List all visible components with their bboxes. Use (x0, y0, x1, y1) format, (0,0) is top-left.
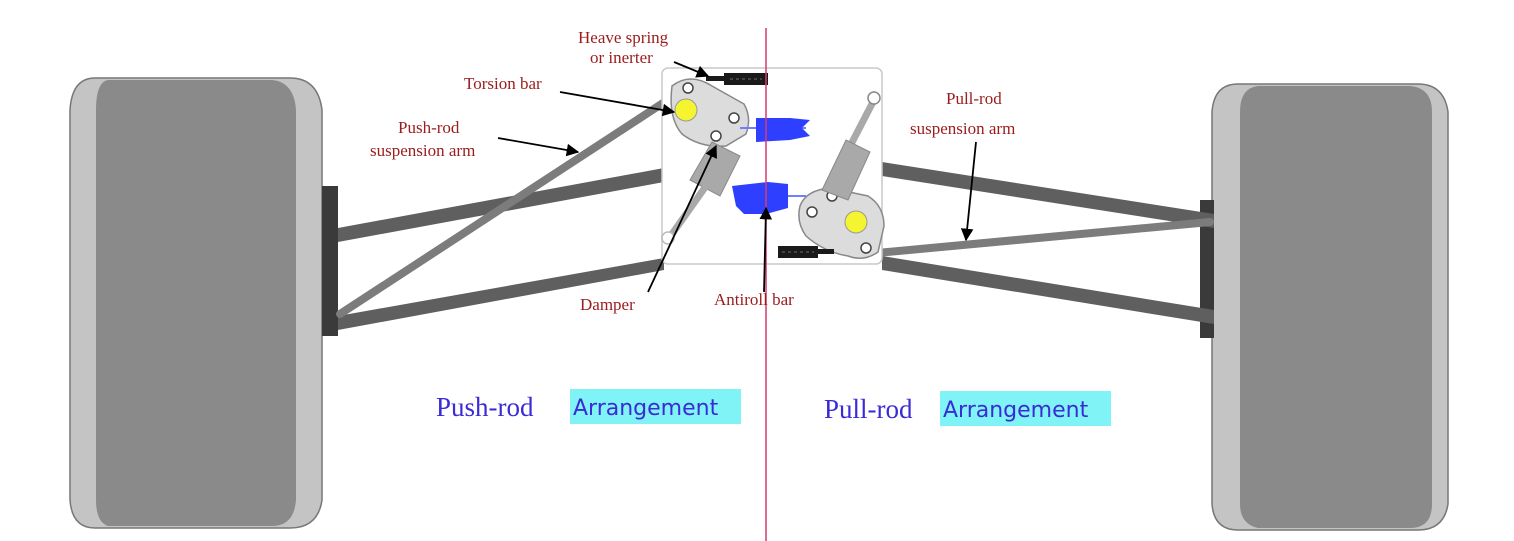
label-pullrod-arm-1: Pull-rod (946, 89, 1002, 108)
antiroll-lower (732, 182, 806, 214)
label-antiroll-bar: Antiroll bar (714, 290, 794, 309)
label-pushrod-arm-2: suspension arm (370, 141, 475, 160)
label-heave-spring-1: Heave spring (578, 28, 669, 47)
right-hub (1200, 200, 1214, 338)
push-rod-title: Push-rod (436, 392, 534, 422)
damper-left (661, 141, 741, 245)
pull-arrangement-highlight (940, 391, 1111, 426)
label-damper: Damper (580, 295, 635, 314)
torsion-bar-left (674, 98, 698, 122)
label-torsion-bar: Torsion bar (464, 74, 542, 93)
right-wishbone (882, 162, 1214, 324)
right-wheel (1200, 83, 1449, 531)
heave-spring-left (706, 73, 768, 85)
heave-spring-right (778, 246, 834, 258)
left-wheel (69, 77, 338, 529)
torsion-bar-right (844, 210, 868, 234)
pull-arrangement-word: Arrangement (943, 398, 1089, 423)
leader-lines (497, 61, 977, 293)
pushrod-left (336, 84, 690, 318)
rocker-right (798, 187, 885, 259)
pullrod-right (862, 218, 1214, 258)
label-heave-spring-2: or inerter (590, 48, 653, 67)
label-pullrod-arm-2: suspension arm (910, 119, 1015, 138)
label-pushrod-arm-1: Push-rod (398, 118, 460, 137)
damper-right (821, 91, 881, 201)
pull-rod-title: Pull-rod (824, 394, 913, 424)
left-hub (322, 186, 338, 336)
push-arrangement-word: Arrangement (573, 396, 719, 421)
antiroll-upper (740, 118, 810, 142)
push-arrangement-highlight (570, 389, 741, 424)
